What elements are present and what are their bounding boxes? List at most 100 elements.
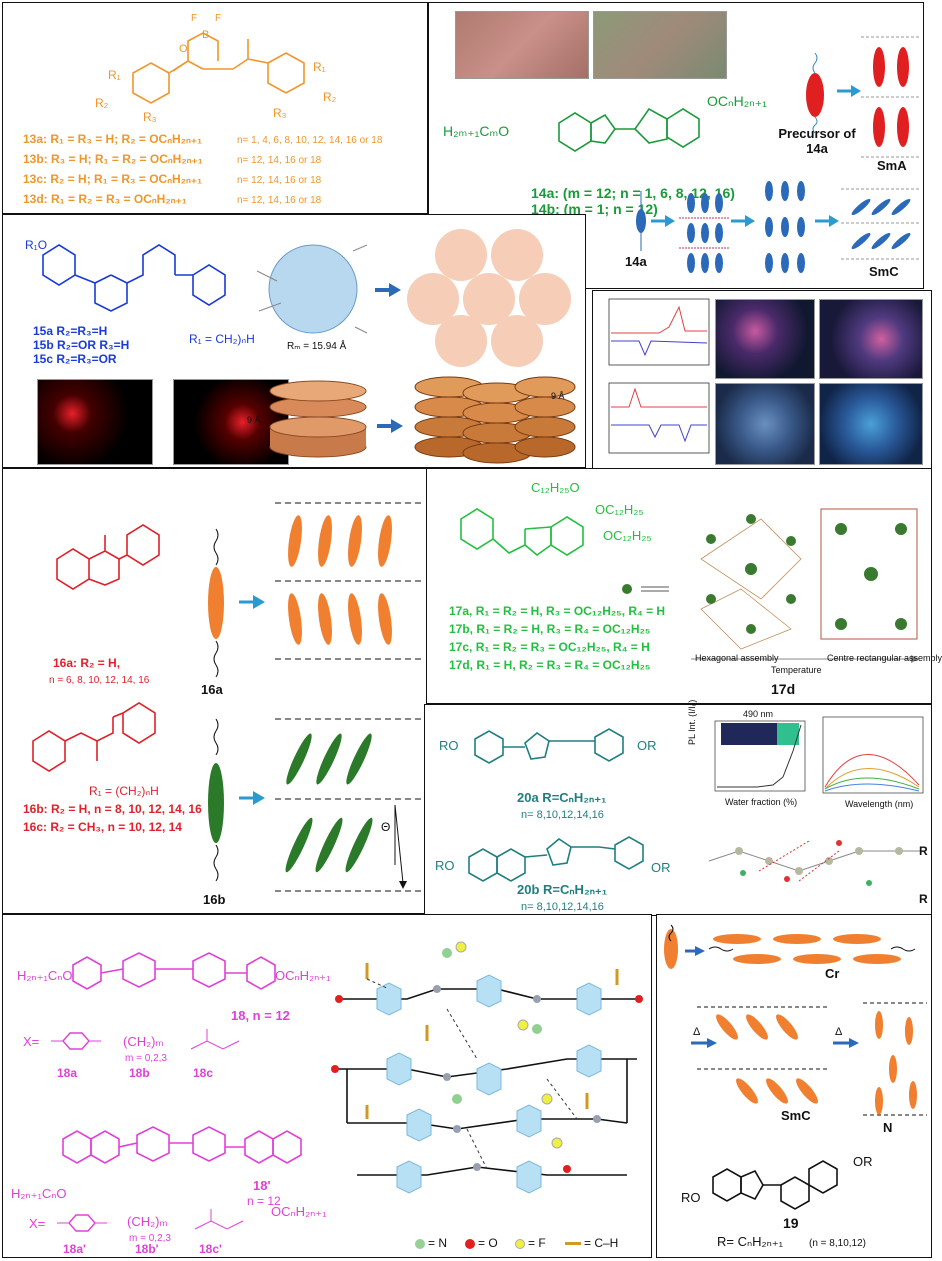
chain-left-18prime: H₂ₙ₊₁CₙO — [11, 1186, 67, 1201]
panel-18: H₂ₙ₊₁CₙO OCₙH₂ₙ₊₁ 18, n = 12 X= (CH₂)ₘ m… — [2, 914, 652, 1258]
label-r3-left: R₃ — [143, 110, 157, 124]
label-14a-mol: 14a — [625, 254, 647, 269]
r1-definition-16: R₁ = (CH₂)ₙH — [89, 784, 159, 798]
legend-15a: 15a R₂=R₃=H — [33, 324, 108, 338]
atom-f-2: F — [215, 13, 222, 24]
panel-19: Δ Δ Cr SmC N RO OR 19 R= CₙH₂ₙ₊₁ (n = 8,… — [656, 914, 932, 1258]
ch2-linker-18b: (CH₂)ₘ — [123, 1034, 164, 1049]
label-r1-left: R₁ — [108, 68, 121, 82]
phenyl-linker-18a — [51, 1032, 101, 1050]
phenyl-linker-18a-prime — [57, 1214, 107, 1232]
panel-17: C₁₂H₂₅O OC₁₂H₂₅ OC₁₂H₂₅ 17a, R₁ = R₂ = H… — [426, 468, 942, 704]
legend-14a: 14a: (m = 12; n = 1, 6, 8, 12, 16) — [531, 185, 735, 201]
m-values-18b: m = 0,2,3 — [125, 1053, 167, 1064]
chain-top-17: C₁₂H₂₅O — [531, 480, 580, 495]
structure-18 — [72, 952, 276, 990]
legend-13c: 13c: R₂ = H; R₁ = R₃ = OCₙH₂ₙ₊₁ — [23, 172, 203, 186]
legend-f: = F — [515, 1236, 546, 1251]
r-label-bottom: R — [919, 892, 928, 906]
layer-16b — [275, 718, 421, 892]
r-definition-19: R= CₙH₂ₙ₊₁ — [717, 1234, 784, 1249]
aie-plot — [714, 720, 806, 792]
atom-b: B — [202, 29, 210, 41]
structure-20a — [474, 728, 624, 764]
label-18c: 18c — [193, 1066, 214, 1080]
r1-definition: R₁ = CH₂)ₙH — [189, 332, 255, 346]
x-label-18prime: X= — [29, 1216, 46, 1231]
label-18a-prime: 18a' — [63, 1242, 86, 1256]
label-r2-right: R₂ — [323, 90, 337, 104]
legend-ch: = C–H — [565, 1236, 618, 1251]
crystal-packing-20b — [708, 840, 924, 886]
label-r2-left: R₂ — [95, 96, 109, 110]
atom-f-1: F — [191, 13, 198, 24]
legend-13c-n: n= 12, 14, 16 or 18 — [237, 175, 322, 186]
panel-20: RO OR 20a R=CₙH₂ₙ₊₁ n= 8,10,12,14,16 RO … — [424, 700, 932, 916]
label-n-19: N — [883, 1120, 893, 1135]
legend-13d: 13d: R₁ = R₂ = R₃ = OCₙH₂ₙ₊₁ — [23, 192, 187, 206]
aie-nm-label: 490 nm — [743, 709, 774, 719]
temperature-label: Temperature — [771, 665, 822, 675]
layer-16a — [275, 502, 421, 660]
theta-label: Θ — [381, 820, 391, 834]
legend-16b: 16b: R₂ = H, n = 8, 10, 12, 14, 16 — [23, 802, 202, 816]
label-r1-right: R₁ — [313, 60, 326, 74]
structure-15 — [42, 244, 226, 312]
label-18a: 18a — [57, 1066, 78, 1080]
oh-linker-18c — [190, 1029, 240, 1050]
legend-o: = O — [465, 1236, 498, 1251]
legend-20b-n: n= 8,10,12,14,16 — [521, 901, 604, 913]
x-label-18: X= — [23, 1034, 40, 1049]
structure-19 — [712, 1160, 838, 1210]
m-values-18b-prime: m = 0,2,3 — [129, 1233, 171, 1244]
structure-13 — [132, 32, 305, 104]
legend-15b: 15b R₂=OR R₃=H — [33, 338, 130, 352]
label-cr: Cr — [825, 966, 840, 981]
legend-14b: 14b: (m = 1; n = 12) — [531, 201, 658, 217]
legend-17b: 17b, R₁ = R₂ = H, R₃ = R₄ = OC₁₂H₂₅ — [449, 622, 651, 636]
pom-image-b — [715, 299, 815, 379]
micrograph-14-2 — [593, 11, 727, 79]
chain-right-14: OCₙH₂ₙ₊₁ — [707, 93, 767, 109]
arrow-16b — [239, 791, 265, 805]
phase-sequence-19: Δ Δ — [664, 924, 927, 1116]
label-smc-19: SmC — [781, 1108, 811, 1123]
chain-right-18prime: OCₙH₂ₙ₊₁ — [271, 1204, 327, 1219]
arrow-14a-1 — [651, 215, 675, 227]
label-18b: 18b — [129, 1066, 150, 1080]
ro-20a: RO — [439, 738, 459, 753]
legend-n: = N — [415, 1236, 447, 1251]
structure-20b — [468, 836, 644, 882]
label-r3-right: R₃ — [273, 106, 287, 120]
layer-phase-2 — [765, 181, 805, 273]
hex-columnar — [407, 229, 571, 367]
molecule-16a — [208, 528, 224, 678]
structure-17 — [460, 508, 584, 557]
chain-left-14: H₂ₘ₊₁CₘO — [443, 123, 510, 139]
panel-15: R₁O 15a R₂=R₃=H 15b R₂=OR R₃=H 15c R₂=R₃… — [2, 214, 586, 468]
legend-13b-n: n= 12, 14, 16 or 18 — [237, 155, 322, 166]
chain-right-18: OCₙH₂ₙ₊₁ — [275, 968, 331, 983]
ro-19: RO — [681, 1190, 701, 1205]
chain-left-18: H₂ₙ₊₁CₙO — [17, 968, 73, 983]
arrow-15-2 — [377, 419, 403, 433]
or-20b: OR — [651, 860, 671, 875]
structure-18prime — [62, 1126, 302, 1164]
ro-20b: RO — [435, 858, 455, 873]
hex-assembly-label: Hexagonal assembly — [695, 653, 779, 663]
micrograph-15-1 — [37, 379, 153, 465]
aie-yaxis: PL Int. (I/I₀) — [687, 699, 697, 745]
dsc-plot-2 — [608, 382, 710, 454]
oh-linker-18c-prime — [194, 1209, 244, 1230]
arrow-14a-2 — [731, 215, 755, 227]
pl-xaxis: Wavelength (nm) — [845, 799, 914, 809]
svg-text:Δ: Δ — [835, 1026, 843, 1038]
structure-16a — [56, 524, 160, 590]
precursor-molecule — [806, 52, 824, 134]
smc-phase — [841, 188, 921, 260]
chain-r1-17: OC₁₂H₂₅ — [595, 502, 644, 517]
single-disc-15 — [269, 380, 367, 458]
structure-14 — [558, 107, 700, 152]
label-17d: 17d — [771, 681, 796, 697]
spacing-9a-1: 9 Å — [247, 415, 261, 425]
